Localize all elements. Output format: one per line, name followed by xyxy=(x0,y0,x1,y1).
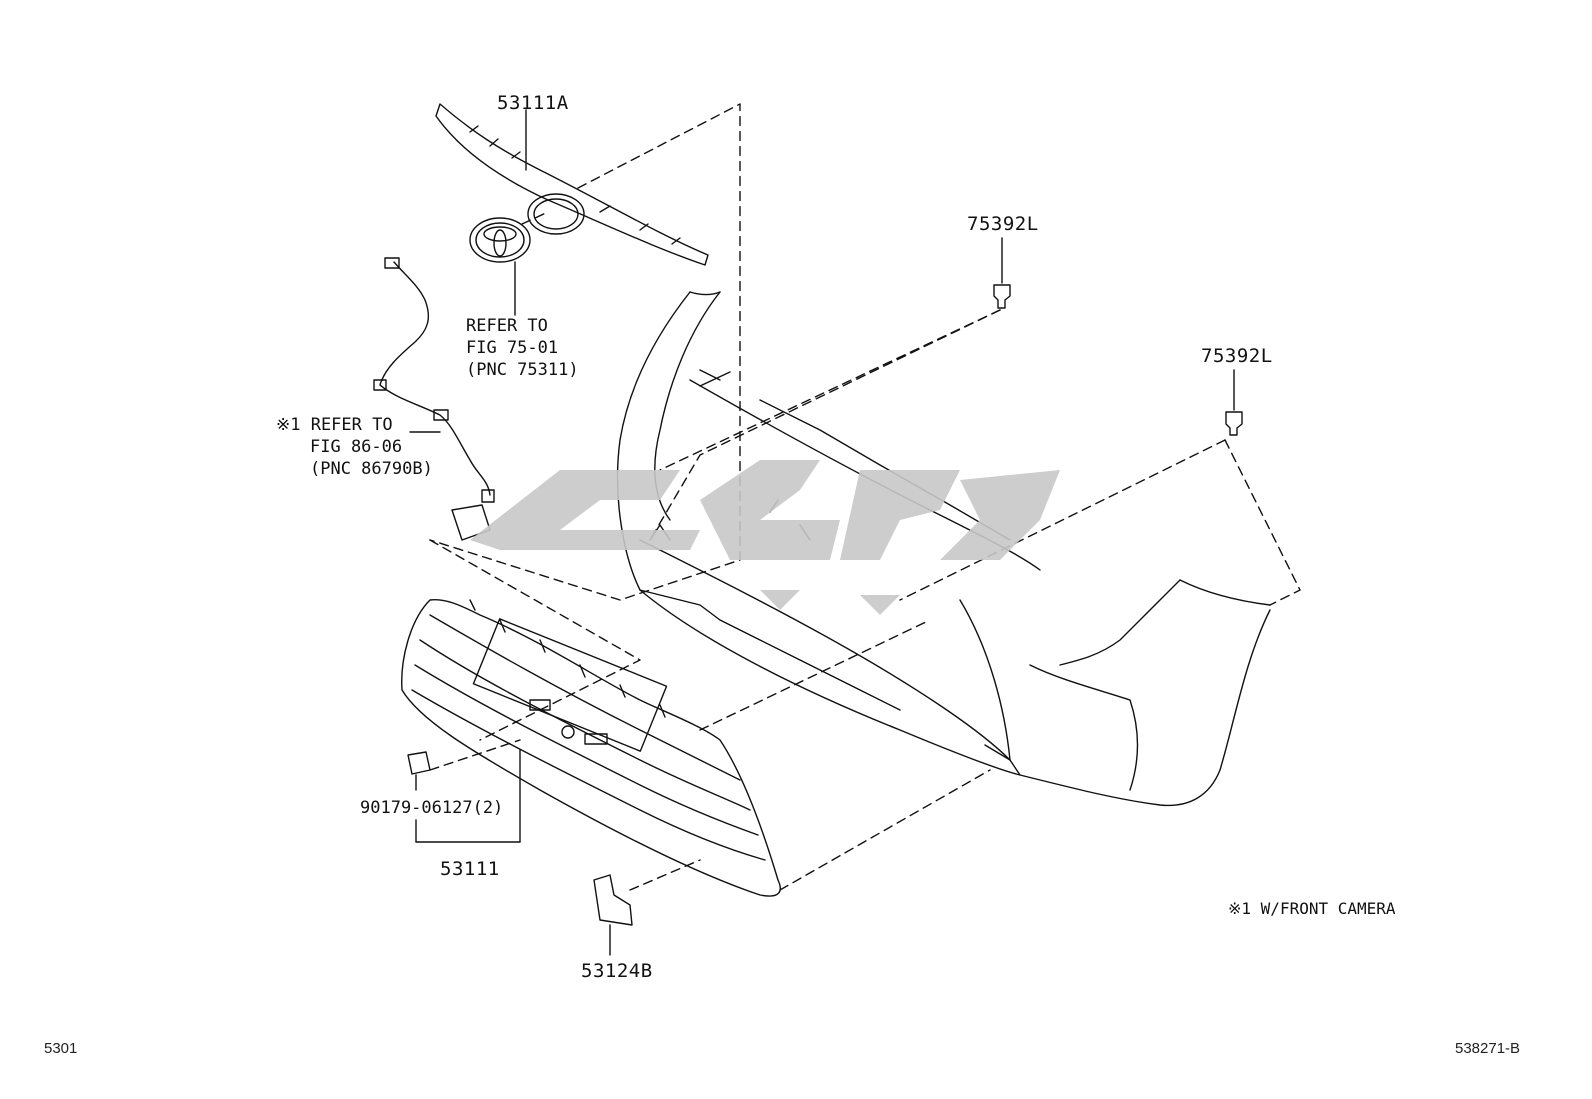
page-code: 5301 xyxy=(44,1040,78,1057)
camera-ref-line-3: (PNC 86790B) xyxy=(310,459,433,479)
label-53111a: 53111A xyxy=(497,92,569,114)
front-bumper-cover xyxy=(616,291,1271,807)
camera-ref-line-1: ※1 REFER TO xyxy=(276,415,393,435)
label-53111: 53111 xyxy=(440,858,500,880)
lower-grille xyxy=(401,598,781,897)
label-75392l-top: 75392L xyxy=(967,213,1039,235)
label-53124b: 53124B xyxy=(581,960,653,982)
nut-90179 xyxy=(407,751,431,791)
emblem xyxy=(469,217,531,316)
emblem-ref-line-1: REFER TO xyxy=(466,316,548,336)
camera-ref-line-2: FIG 86-06 xyxy=(310,437,403,457)
emblem-ref-line-2: FIG 75-01 xyxy=(466,338,559,358)
footnote: ※1 W/FRONT CAMERA xyxy=(1228,899,1396,918)
clip-top xyxy=(993,237,1011,309)
clip-right xyxy=(1225,369,1243,436)
watermark xyxy=(470,460,1060,615)
bracket-53124b xyxy=(593,874,633,956)
upper-grille-molding xyxy=(435,103,709,266)
camera-wire-harness xyxy=(373,257,495,541)
label-75392l-right: 75392L xyxy=(1201,345,1273,367)
emblem-ref-line-3: (PNC 75311) xyxy=(466,360,579,380)
figure-code: 538271-B xyxy=(1455,1040,1521,1057)
label-90179: 90179-06127(2) xyxy=(360,798,504,818)
